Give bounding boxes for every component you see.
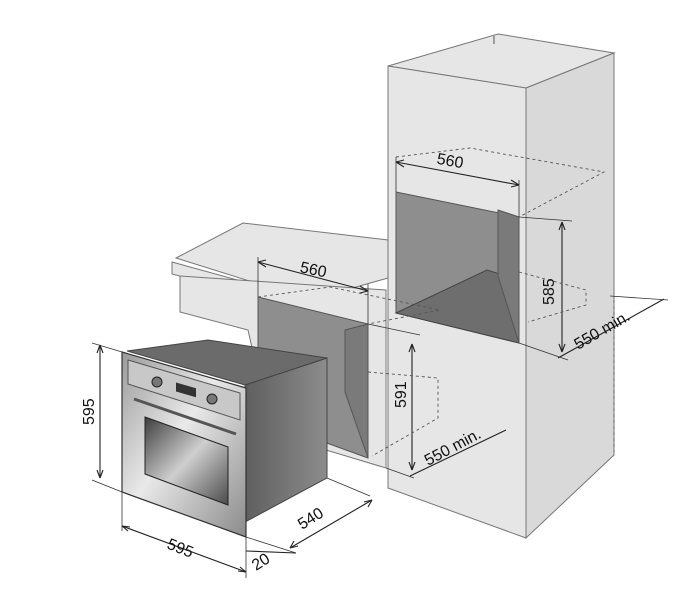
tall-niche-height-label: 585 [541,278,558,305]
tall-cabinet [387,33,616,540]
left-knob-icon[interactable] [151,376,163,388]
oven-height-label: 595 [81,398,98,425]
oven-front-projection-label: 20 [249,550,273,574]
dimension-lines [91,147,669,578]
counter-niche-width-label: 560 [298,259,328,281]
display-icon [176,382,196,398]
oven [121,339,328,538]
counter-niche-height-label: 591 [393,381,410,408]
oven-width-label: 595 [165,536,196,562]
oven-window [144,416,229,506]
right-knob-icon[interactable] [206,393,218,405]
tall-niche-width-label: 560 [435,151,464,172]
door-handle[interactable] [133,397,237,436]
